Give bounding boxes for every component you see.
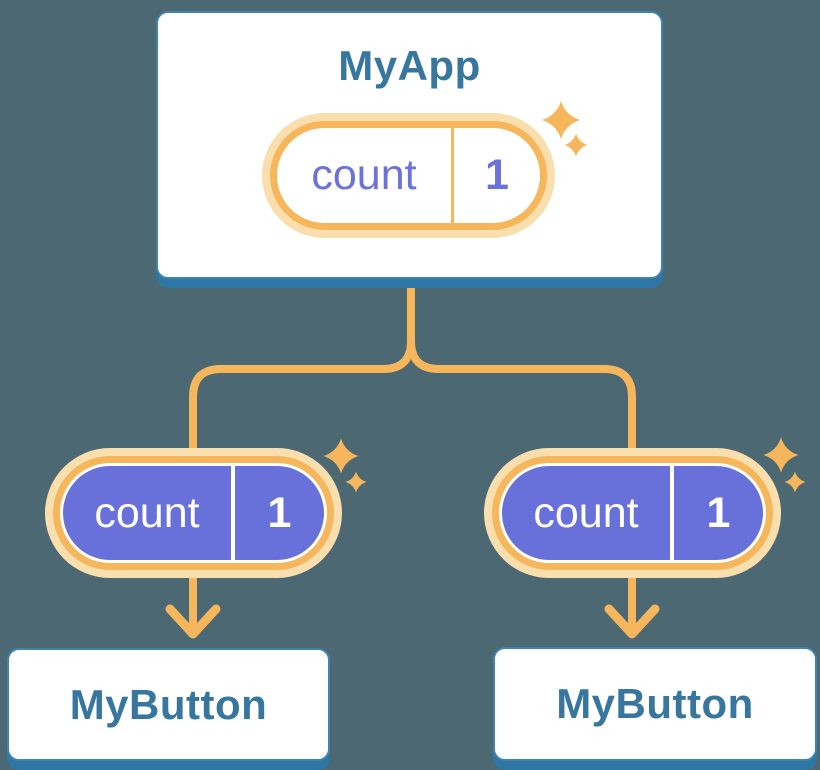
component-card-child-right: MyButton [493, 647, 817, 761]
arrow-head-left [165, 604, 221, 639]
state-pill-core: count 1 [502, 466, 763, 560]
state-pill-root: count 1 [262, 113, 555, 238]
state-label: count [94, 488, 200, 537]
state-value: 1 [485, 151, 509, 199]
state-pill-child-right: count 1 [484, 448, 781, 578]
state-value: 1 [706, 488, 731, 537]
state-pill-core: count 1 [63, 466, 324, 560]
component-title-child-left: MyButton [69, 680, 268, 728]
component-title-root: MyApp [338, 42, 481, 89]
state-pill-divider [231, 466, 235, 560]
state-pill-child-left: count 1 [45, 448, 342, 578]
state-pill-ring: count 1 [270, 121, 547, 230]
state-pill-divider [670, 466, 674, 560]
state-pill-ring: count 1 [492, 456, 773, 570]
state-label: count [533, 488, 639, 537]
branch-line-right [407, 288, 636, 453]
state-pill-divider [451, 128, 454, 223]
branch-line-left [189, 288, 415, 453]
component-title-child-right: MyButton [556, 680, 754, 727]
component-card-child-left: MyButton [7, 648, 330, 761]
state-value: 1 [267, 488, 292, 537]
arrow-head-right [604, 604, 660, 639]
state-label: count [311, 151, 417, 199]
state-pill-ring: count 1 [53, 456, 334, 570]
